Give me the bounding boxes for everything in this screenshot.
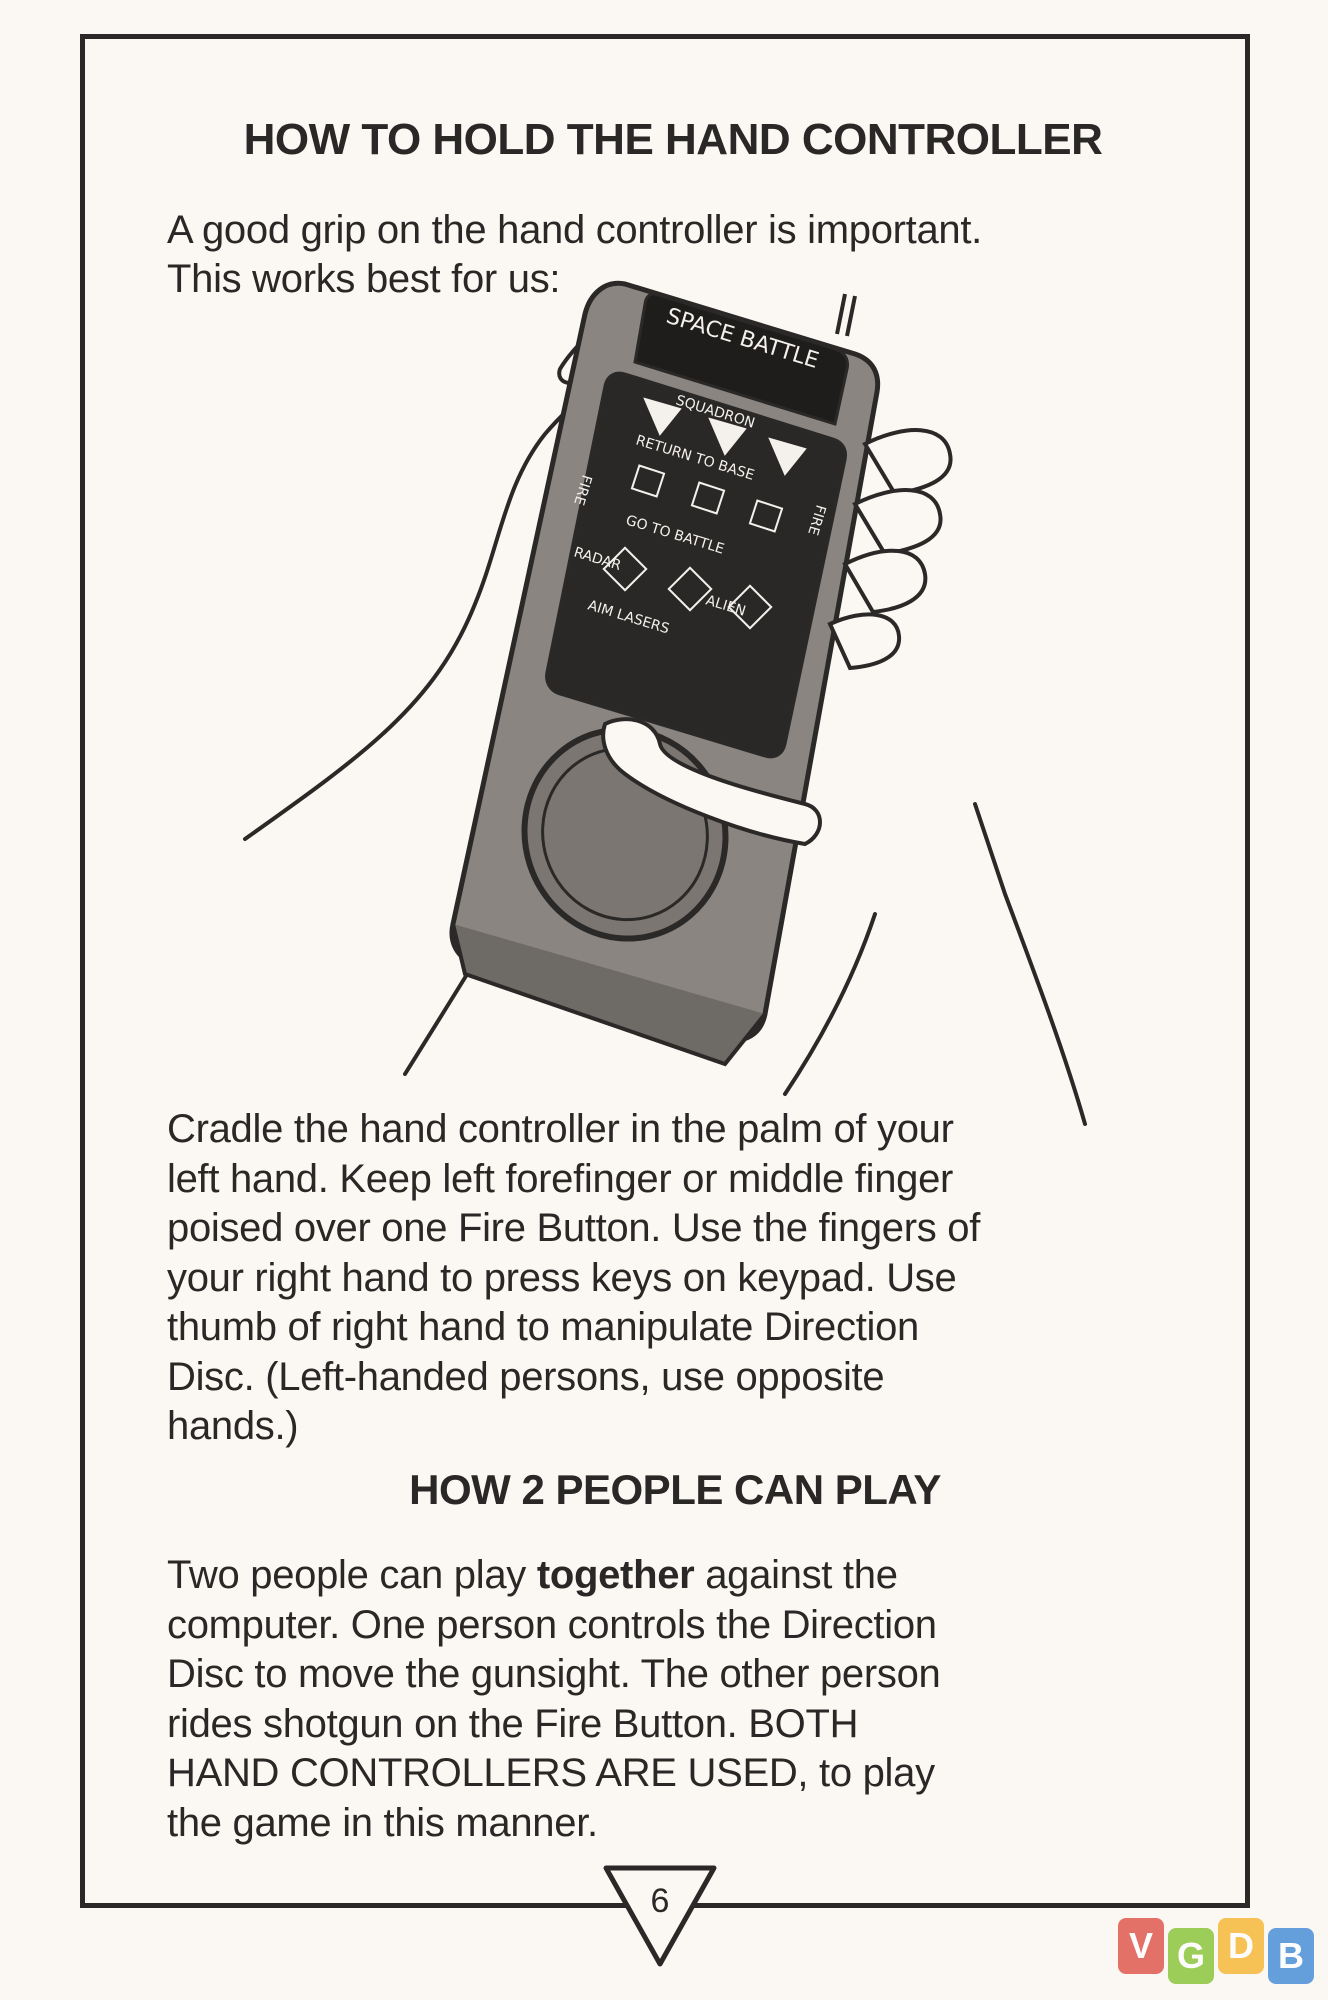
intro-paragraph: A good grip on the hand controller is im… bbox=[167, 206, 1217, 304]
cradle-line-3: poised over one Fire Button. Use the fin… bbox=[167, 1206, 981, 1250]
cradle-line-2: left hand. Keep left forefinger or middl… bbox=[167, 1156, 954, 1201]
controller-body bbox=[449, 280, 881, 1067]
logo-letter-b: B bbox=[1268, 1928, 1314, 1984]
two-people-line-1-end: against the bbox=[694, 1553, 898, 1597]
page-frame: HOW TO HOLD THE HAND CONTROLLER A good g… bbox=[80, 34, 1250, 1908]
hand-controller-illustration: SPACE BATTLE SQUADRON RETURN TO BASE GO … bbox=[243, 280, 1087, 1126]
cradle-line-1: Cradle the hand controller in the palm o… bbox=[167, 1107, 954, 1151]
two-people-line-6: the game in this manner. bbox=[167, 1800, 598, 1845]
together-emphasis: together bbox=[536, 1553, 695, 1597]
cradle-line-5: thumb of right hand to manipulate Direct… bbox=[167, 1305, 919, 1349]
heading-hold-controller: HOW TO HOLD THE HAND CONTROLLER bbox=[243, 115, 1103, 164]
two-people-line-2: computer. One person controls the Direct… bbox=[167, 1602, 937, 1647]
logo-letter-g: G bbox=[1168, 1928, 1214, 1984]
cradle-line-4: your right hand to press keys on keypad.… bbox=[167, 1255, 957, 1300]
right-hand-fingers bbox=[601, 428, 953, 847]
logo-letter-v: V bbox=[1118, 1918, 1164, 1974]
two-people-line-4: rides shotgun on the Fire Button. BOTH bbox=[167, 1701, 859, 1746]
page-number: 6 bbox=[650, 1882, 670, 1920]
cradle-line-6: Disc. (Left-handed persons, use opposite bbox=[167, 1354, 885, 1399]
two-people-line-1-start: Two people can play bbox=[167, 1553, 537, 1597]
heading-two-people: HOW 2 PEOPLE CAN PLAY bbox=[409, 1466, 941, 1513]
logo-letter-d: D bbox=[1218, 1918, 1264, 1974]
cradle-paragraph: Cradle the hand controller in the palm o… bbox=[167, 1105, 1217, 1452]
page-number-triangle-icon bbox=[603, 1865, 717, 1967]
right-hand-wrist bbox=[973, 802, 1087, 1126]
cradle-line-7: hands.) bbox=[167, 1404, 299, 1448]
two-people-line-5: HAND CONTROLLERS ARE USED, to play bbox=[167, 1751, 935, 1795]
screen-symbols bbox=[602, 397, 807, 630]
two-people-line-3: Disc to move the gunsight. The other per… bbox=[167, 1652, 941, 1696]
right-hand-arm bbox=[783, 912, 877, 1096]
two-people-paragraph: Two people can play together against the… bbox=[167, 1551, 1217, 1848]
vgdb-watermark-logo: V G D B bbox=[1118, 1918, 1314, 1984]
intro-line-1: A good grip on the hand controller is im… bbox=[167, 208, 982, 252]
two-people-line-1: Two people can play together against the bbox=[167, 1551, 1217, 1601]
intro-line-2: This works best for us: bbox=[167, 257, 561, 301]
